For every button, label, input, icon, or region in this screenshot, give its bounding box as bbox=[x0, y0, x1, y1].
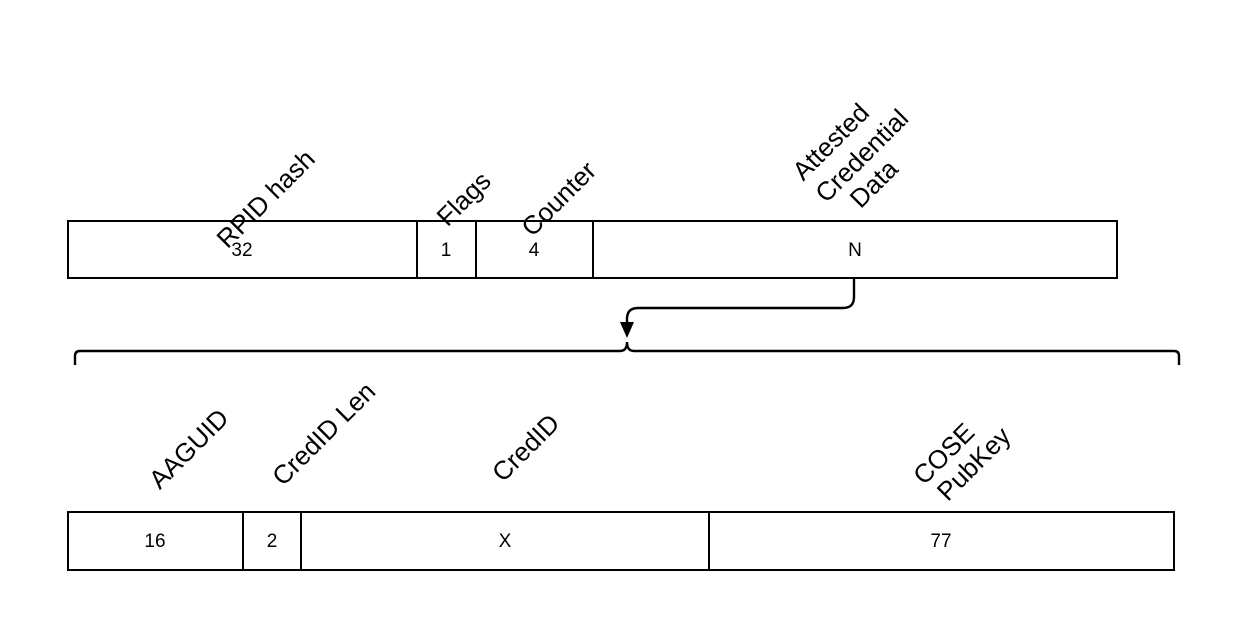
field-credid-len-box bbox=[242, 511, 302, 571]
field-credid-box bbox=[300, 511, 710, 571]
curly-brace-bracket bbox=[73, 341, 1181, 365]
field-rpid-hash: 32 RPID hash bbox=[67, 144, 418, 279]
field-flags-size: 1 bbox=[441, 240, 452, 261]
field-rpid-hash-size: 32 bbox=[231, 240, 252, 261]
field-credid-len-size: 2 bbox=[267, 531, 278, 552]
authenticator-data-row: 32 RPID hash 1 Flags 4 Counter N Atteste… bbox=[67, 97, 1118, 279]
field-attested-credential-data-size: N bbox=[848, 240, 862, 261]
field-counter-size: 4 bbox=[529, 240, 540, 261]
field-credid-label: CredID bbox=[486, 408, 565, 487]
field-aaguid-label: AAGUID bbox=[143, 403, 235, 495]
field-cose-pubkey-size: 77 bbox=[930, 531, 951, 552]
field-rpid-hash-box bbox=[67, 220, 418, 279]
field-aaguid-size: 16 bbox=[144, 531, 165, 552]
field-aaguid: 16 AAGUID bbox=[67, 403, 244, 571]
arrowhead-icon bbox=[620, 322, 634, 338]
field-cose-pubkey-box bbox=[708, 511, 1175, 571]
field-attested-credential-data: N Attested Credential Data bbox=[592, 97, 1118, 279]
field-cose-pubkey: 77 COSE PubKey bbox=[708, 417, 1175, 571]
field-attested-credential-data-box bbox=[592, 220, 1118, 279]
attested-credential-data-row: 16 AAGUID 2 CredID Len X CredID 77 COSE … bbox=[67, 376, 1175, 571]
field-counter: 4 Counter bbox=[475, 155, 602, 279]
field-credid-size: X bbox=[499, 531, 512, 552]
expand-connector-line bbox=[625, 279, 856, 328]
field-credid-len-label: CredID Len bbox=[266, 376, 381, 491]
field-credid: X CredID bbox=[300, 408, 710, 571]
